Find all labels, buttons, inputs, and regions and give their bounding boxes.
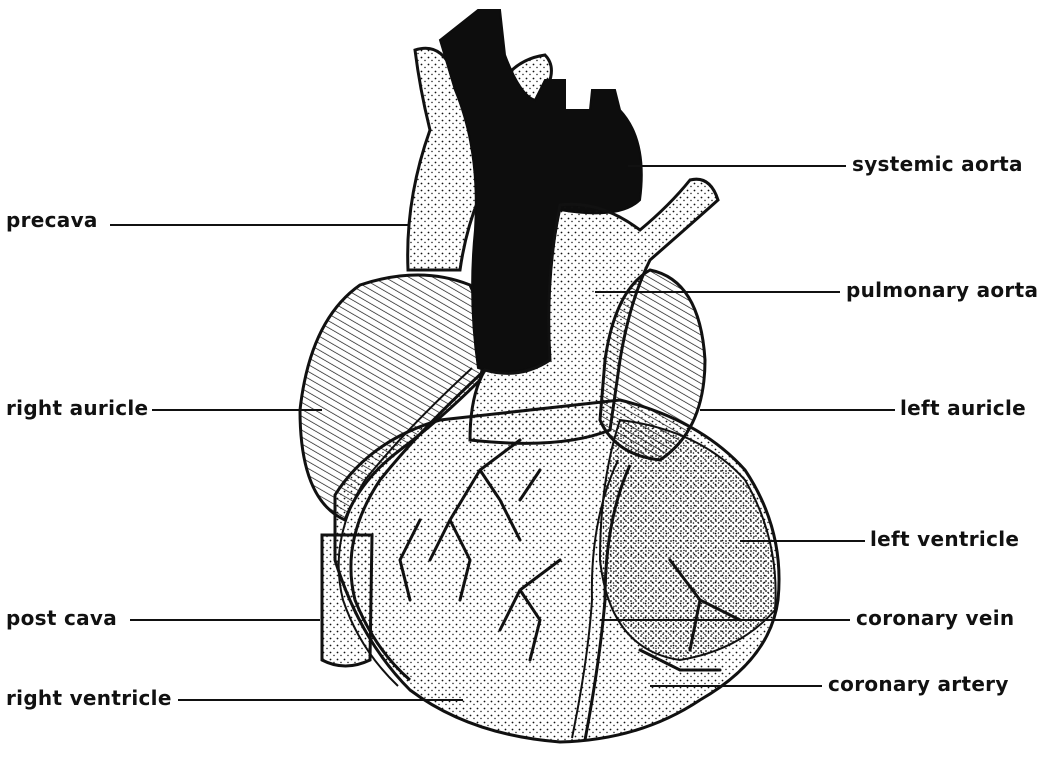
leader-left-ventricle (740, 540, 865, 542)
label-right-auricle: right auricle (6, 396, 148, 420)
leader-post-cava (130, 619, 320, 621)
leader-right-auricle (152, 409, 322, 411)
label-precava: precava (6, 208, 98, 232)
leader-precava (110, 224, 410, 226)
label-right-ventricle: right ventricle (6, 686, 172, 710)
leader-coronary-vein (600, 619, 850, 621)
leader-coronary-artery (650, 685, 822, 687)
label-coronary-vein: coronary vein (856, 606, 1014, 630)
label-left-auricle: left auricle (900, 396, 1026, 420)
label-post-cava: post cava (6, 606, 117, 630)
leader-left-auricle (700, 409, 895, 411)
leader-systemic-aorta (628, 165, 846, 167)
label-left-ventricle: left ventricle (870, 527, 1019, 551)
label-pulmonary-aorta: pulmonary aorta (846, 278, 1038, 302)
label-systemic-aorta: systemic aorta (852, 152, 1023, 176)
leader-pulmonary-aorta (595, 291, 840, 293)
leader-right-ventricle (178, 699, 463, 701)
label-coronary-artery: coronary artery (828, 672, 1009, 696)
